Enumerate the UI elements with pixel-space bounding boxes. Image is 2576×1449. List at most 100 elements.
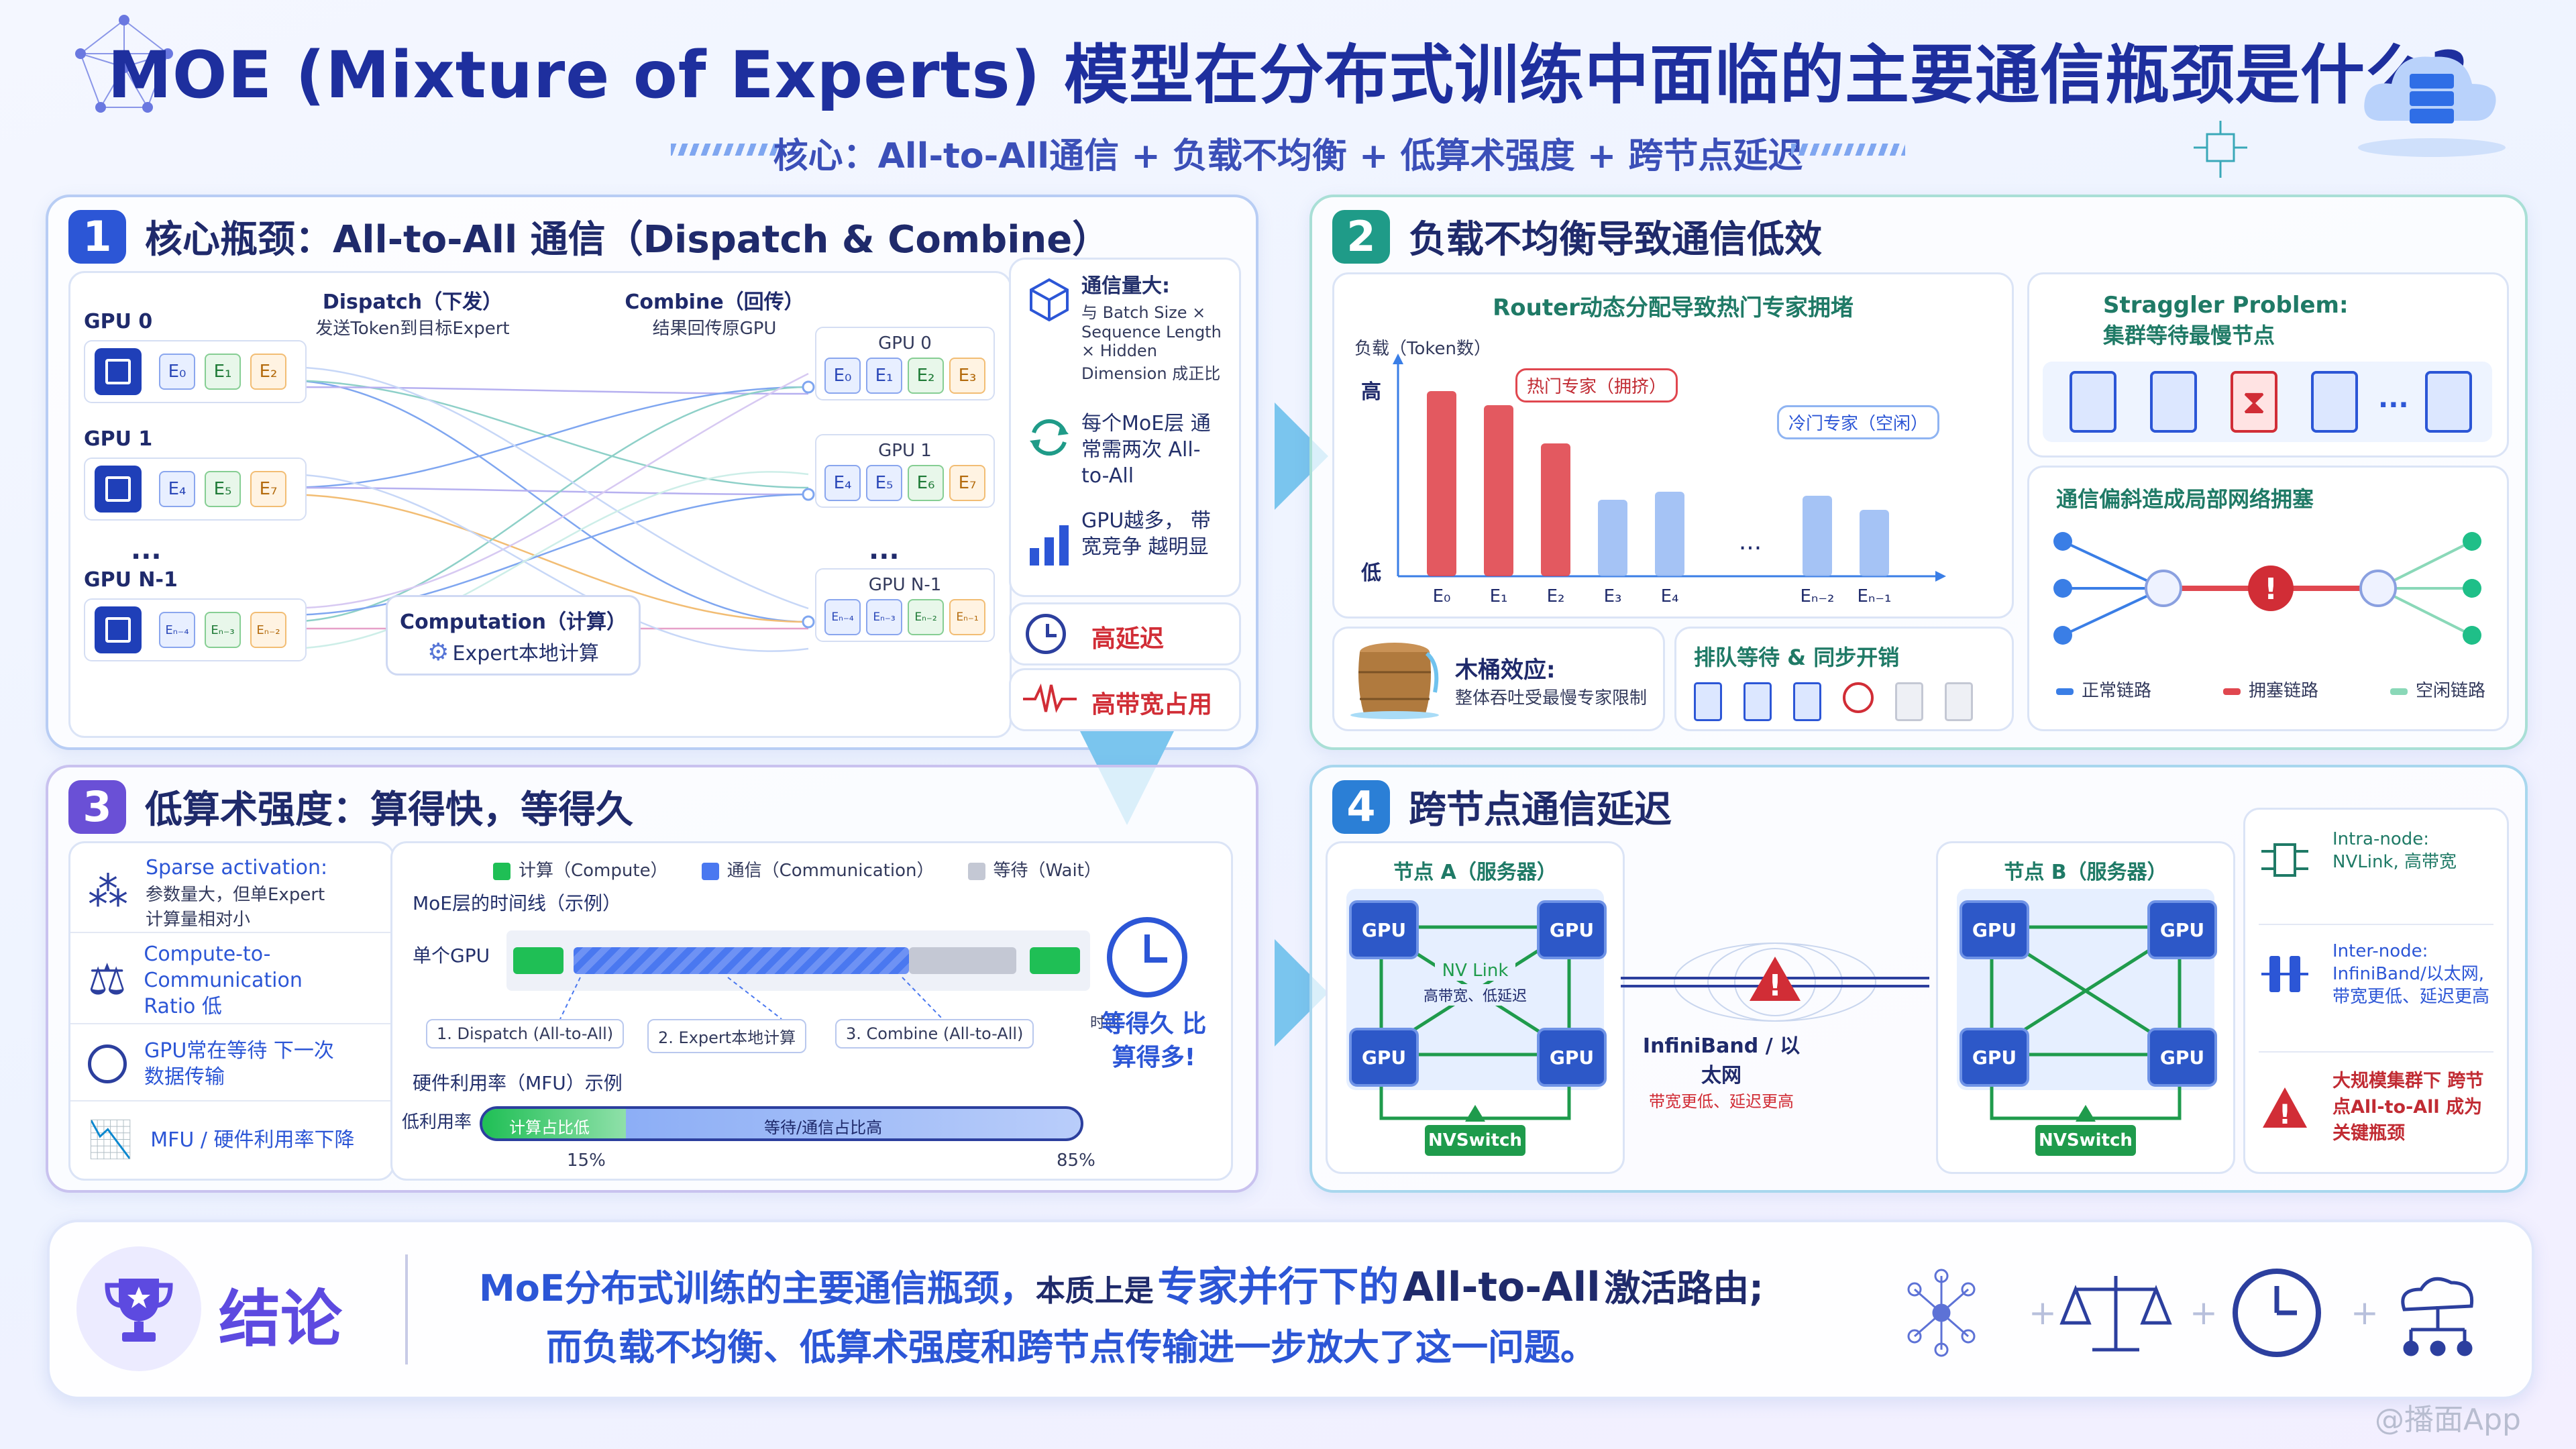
gpu-label: GPU 1 bbox=[84, 427, 153, 451]
cloud-server-icon bbox=[2348, 27, 2516, 161]
page-title: MOE (Mixture of Experts) 模型在分布式训练中面临的主要通… bbox=[107, 38, 2469, 113]
barrel-title: 木桶效应: bbox=[1455, 657, 1556, 684]
y-axis-low: 低 bbox=[1361, 561, 1381, 585]
y-axis-label: 负载（Token数） bbox=[1354, 339, 1491, 359]
panel-title: 负载不均衡导致通信低效 bbox=[1409, 218, 1822, 262]
gpu-chip-icon bbox=[95, 348, 142, 395]
intra-node-text: Intra-node: NVLink, 高带宽 bbox=[2332, 829, 2457, 872]
reasons-card: ⁂ Sparse activation: 参数量大，但单Expert 计算量相对… bbox=[68, 841, 394, 1181]
step-compute: 2. Expert本地计算 bbox=[647, 1019, 807, 1053]
server-icon bbox=[2311, 371, 2358, 433]
queue-card: 排队等待 & 同步开销 bbox=[1674, 627, 2014, 731]
nvswitch-label: NVSwitch bbox=[1425, 1125, 1525, 1156]
declining-chart-icon: 📉 bbox=[88, 1118, 133, 1161]
bandwidth-use-card: 高带宽占用 bbox=[1009, 668, 1241, 731]
legend-compute: 计算（Compute） bbox=[493, 857, 668, 881]
bar-chart-icon bbox=[1026, 521, 1073, 571]
expert-chip: Eₙ₋₄ bbox=[824, 599, 861, 635]
page-subtitle: 核心：All-to-All通信 + 负载不均衡 + 低算术强度 + 跨节点延迟 bbox=[773, 136, 1803, 176]
load-bar bbox=[1860, 510, 1889, 576]
gpu-chip-icon bbox=[95, 466, 142, 513]
bar-category-label: E₀ bbox=[1433, 586, 1451, 606]
legend-wait: 等待（Wait） bbox=[967, 857, 1102, 881]
gpu-label: GPU N-1 bbox=[868, 575, 942, 595]
bar-category-label: Eₙ₋₂ bbox=[1801, 586, 1835, 606]
svg-text:+: + bbox=[2190, 1293, 2218, 1332]
network-icon bbox=[1907, 1269, 1976, 1357]
mfu-compute-label: 计算占比低 bbox=[509, 1118, 590, 1137]
wait-note: 等得久 比算得多! bbox=[1101, 1010, 1207, 1072]
straggler-title: Straggler Problem: bbox=[2103, 292, 2349, 319]
hourglass-icon: ⧗ bbox=[2231, 371, 2277, 433]
link-legend: 正常链路 拥塞链路 空闲链路 bbox=[2056, 677, 2485, 702]
bar-category-label: ... bbox=[1739, 528, 1762, 555]
subtitle-decoration-right bbox=[1791, 144, 1905, 156]
expert-chip: E₅ bbox=[866, 465, 902, 501]
conclusion-line-1: MoE分布式训练的主要通信瓶颈，本质上是 专家并行下的 All-to-All 激… bbox=[479, 1264, 1764, 1311]
mfu-bar: 计算占比低 等待/通信占比高 bbox=[480, 1106, 1083, 1141]
conclusion-icons: + + + bbox=[1894, 1263, 2512, 1363]
latency-card: 高延迟 bbox=[1009, 602, 1241, 665]
server-icon bbox=[1793, 682, 1821, 721]
computation-box: Computation（计算） ⚙ Expert本地计算 bbox=[386, 595, 641, 676]
infiniband-title: InfiniBand / 以太网 bbox=[1642, 1034, 1801, 1087]
infiniband-subtitle: 带宽更低、延迟更高 bbox=[1649, 1092, 1794, 1111]
server-icon bbox=[1743, 682, 1772, 721]
gpu-chip: GPU bbox=[1349, 1028, 1419, 1087]
mfu-text: MFU / 硬件利用率下降 bbox=[150, 1128, 355, 1152]
panel-low-arithmetic-intensity: 3 低算术强度：算得快，等得久 ⁂ Sparse activation: 参数量… bbox=[46, 765, 1258, 1193]
expert-chip: E₂ bbox=[250, 354, 286, 390]
bandwidth-text: GPU越多， 带宽竞争 越明显 bbox=[1081, 509, 1211, 559]
latency-label: 高延迟 bbox=[1091, 625, 1165, 653]
compute-segment bbox=[513, 947, 564, 974]
comm-volume-card: 通信量大: 与 Batch Size × Sequence Length × H… bbox=[1009, 258, 1241, 597]
nvlink-label: NV Link bbox=[1435, 961, 1515, 981]
expert-chip: E₇ bbox=[250, 471, 286, 507]
server-row: ⧗ ... bbox=[2043, 362, 2492, 442]
gpu-label: GPU N-1 bbox=[84, 568, 178, 592]
gpu-label: GPU 0 bbox=[878, 333, 932, 354]
expert-chip: E₆ bbox=[908, 465, 944, 501]
cube-network-icon bbox=[2187, 121, 2254, 181]
wait-percent: 85% bbox=[1057, 1150, 1095, 1171]
svg-text:+: + bbox=[2029, 1293, 2057, 1332]
compute-percent: 15% bbox=[567, 1150, 606, 1171]
signal-icon bbox=[1023, 682, 1077, 718]
expert-chip: Eₙ₋₂ bbox=[908, 599, 944, 635]
clock-icon bbox=[1026, 614, 1066, 654]
expert-chip: E₀ bbox=[159, 354, 195, 390]
load-bar bbox=[1484, 405, 1513, 576]
straggler-card: Straggler Problem: 集群等待最慢节点 ⧗ ... bbox=[2027, 272, 2509, 458]
gpu-chip-icon bbox=[95, 606, 142, 653]
gpu-chip: GPU bbox=[1960, 900, 2029, 959]
server-icon bbox=[2150, 371, 2197, 433]
expert-chip: Eₙ₋₃ bbox=[205, 612, 241, 648]
sparse-network-icon: ⁂ bbox=[88, 869, 128, 916]
volume-title: 通信量大: bbox=[1081, 274, 1170, 298]
infiniband-link: ! bbox=[1621, 943, 1929, 1022]
clock-icon bbox=[88, 1044, 127, 1083]
legend-congested: 拥塞链路 bbox=[2222, 677, 2318, 702]
expert-chip: Eₙ₋₁ bbox=[949, 599, 985, 635]
server-icon bbox=[1945, 682, 1973, 721]
inter-node-text: Inter-node: InfiniBand/以太网, 带宽更低、延迟更高 bbox=[2332, 941, 2490, 1007]
expert-chip: Eₙ₋₄ bbox=[159, 612, 195, 648]
balance-scale-icon: ⚖ bbox=[88, 955, 127, 1005]
brain-network-icon bbox=[60, 13, 188, 121]
barrel-effect-card: 木桶效应: 整体吞吐受最慢专家限制 bbox=[1332, 627, 1665, 731]
nvlink-subtitle: 高带宽、低延迟 bbox=[1401, 984, 1549, 1006]
step-combine: 3. Combine (All-to-All) bbox=[835, 1019, 1034, 1049]
timeline-legend: 计算（Compute） 通信（Communication） 等待（Wait） bbox=[493, 857, 1102, 881]
low-utilization-label: 低利用率 bbox=[402, 1112, 472, 1132]
inter-node-icon bbox=[2261, 951, 2308, 998]
dispatch-title: Dispatch（下发） bbox=[322, 290, 503, 314]
expert-chip: E₄ bbox=[159, 471, 195, 507]
expert-chip: Eₙ₋₃ bbox=[866, 599, 902, 635]
cloud-network-icon bbox=[2401, 1277, 2474, 1356]
single-gpu-label: 单个GPU bbox=[413, 945, 490, 967]
bar-category-label: E₃ bbox=[1604, 586, 1622, 606]
server-icon bbox=[1895, 682, 1923, 721]
waiting-text: GPU常在等待 下一次数据传输 bbox=[144, 1039, 334, 1089]
